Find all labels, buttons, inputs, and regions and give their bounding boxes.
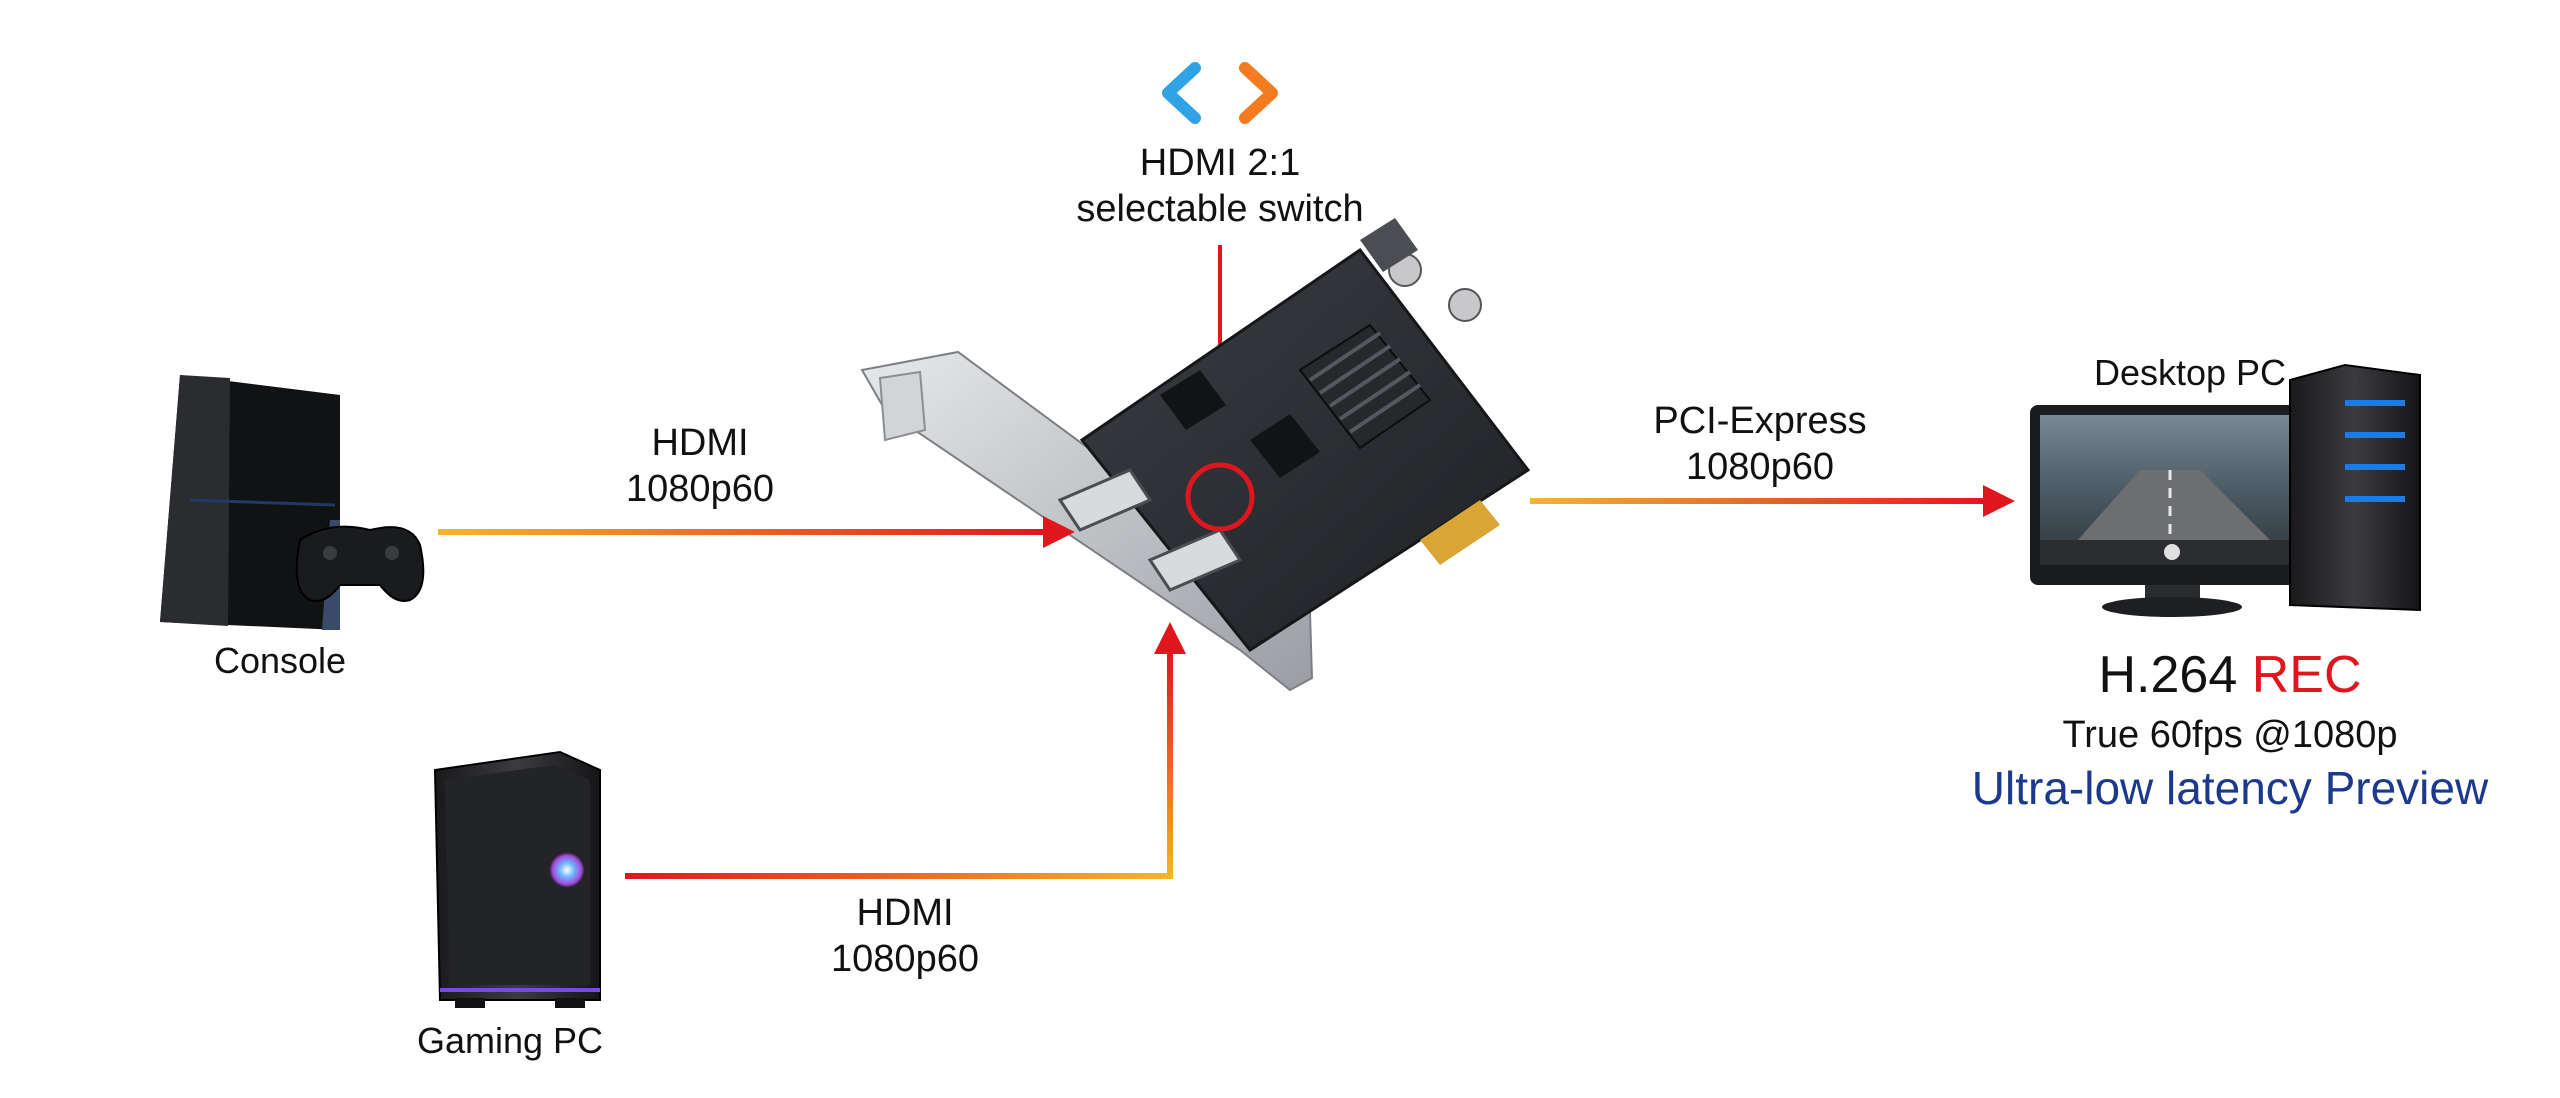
heatsink (1298, 323, 1432, 450)
desktop-pc-label: Desktop PC (2093, 352, 2287, 393)
gamepad-icon (295, 525, 425, 602)
monitor-icon (2030, 405, 2315, 617)
console-hdmi-line2: 1080p60 (626, 468, 774, 510)
console-hdmi-label: HDMI 1080p60 (570, 420, 830, 512)
swap-arrows-icon (1162, 62, 1278, 124)
console-hdmi-line1: HDMI (651, 422, 749, 464)
pc-hdmi-line1: HDMI (856, 892, 954, 934)
switch-title-line2: selectable switch (1076, 188, 1364, 230)
arrow-console-to-card (438, 516, 1075, 548)
capacitor (1448, 288, 1482, 322)
arrow-gamingpc-to-card (625, 622, 1186, 879)
pcie-label: PCI-Express 1080p60 (1610, 398, 1910, 490)
arrow-card-to-desktop (1530, 485, 2015, 517)
switch-highlight-circle (1185, 462, 1255, 532)
pc-hdmi-line2: 1080p60 (831, 938, 979, 980)
preview-label: Ultra-low latency Preview (1971, 762, 2489, 814)
pcie-line1: PCI-Express (1653, 400, 1867, 442)
gaming-pc-icon (433, 750, 601, 1008)
console-label: Console (213, 640, 347, 681)
gaming-pc-label: Gaming PC (416, 1020, 604, 1061)
hdmi-port-1 (1057, 468, 1153, 532)
pcie-line2: 1080p60 (1686, 446, 1834, 488)
desktop-tower-icon (2289, 363, 2421, 612)
rec-text: REC (2251, 646, 2362, 704)
capture-card-image (860, 218, 1531, 692)
codec-text: H.264 (2098, 646, 2238, 704)
console-icon (160, 375, 425, 630)
h264-rec-label: H.264 REC (2080, 645, 2380, 705)
fps-label: True 60fps @1080p (2062, 714, 2398, 756)
switch-title-line1: HDMI 2:1 (1139, 142, 1301, 184)
hdmi-port-2 (1147, 528, 1243, 592)
switch-title: HDMI 2:1 selectable switch (1020, 140, 1420, 232)
pc-hdmi-label: HDMI 1080p60 (775, 890, 1035, 982)
